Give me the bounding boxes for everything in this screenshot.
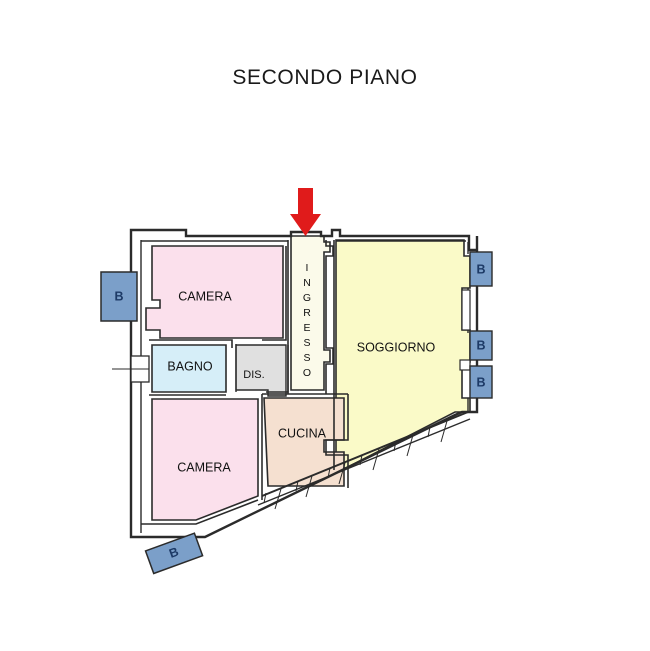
balcony-right-bottom-label: B [476, 375, 485, 389]
wall-camera-bagno [149, 339, 233, 348]
balcony-left-shape [100, 271, 138, 322]
balcony-right-top-shape [469, 251, 493, 287]
ingresso-letter: N [303, 277, 311, 289]
balcony-right-bottom[interactable]: B [469, 365, 493, 399]
diagonal-exterior-wall-outer [257, 418, 471, 506]
balcony-bottom[interactable]: B [144, 532, 204, 575]
balcony-left-label: B [114, 289, 123, 303]
room-label-camera-top: CAMERA [178, 289, 232, 303]
window-right-lower [459, 359, 471, 371]
room-fill-bagno [151, 344, 227, 393]
balcony-bottom-shape [144, 532, 204, 575]
ingresso-letter: G [303, 292, 311, 304]
balcony-bottom-label: B [167, 545, 180, 561]
room-label-soggiorno: SOGGIORNO [357, 340, 436, 354]
balcony-left[interactable]: B [100, 271, 138, 322]
diagonal-exterior-wall [261, 411, 469, 497]
diagonal-wall-hatching [263, 420, 448, 510]
room-fill-camera-top [145, 245, 284, 339]
room-labels: CAMERA BAGNO DIS. SOGGIORNO CUCINA CAMER… [167, 262, 435, 475]
balcony-right-top[interactable]: B [469, 251, 493, 287]
ingresso-letter: E [303, 322, 310, 334]
ingresso-letter: S [303, 352, 310, 364]
window-markers [112, 289, 471, 383]
exterior-walls [129, 228, 479, 539]
room-label-camera-bottom: CAMERA [177, 460, 231, 474]
entrance-arrow-shape [290, 188, 321, 236]
ingresso-letter: O [303, 367, 311, 379]
bottom-left-wall [141, 499, 259, 525]
room-label-cucina: CUCINA [278, 426, 327, 440]
wall-camera-right [262, 246, 287, 341]
room-label-bagno: BAGNO [167, 359, 212, 373]
page-title: SECONDO PIANO [232, 66, 418, 89]
balcony-right-bottom-shape [469, 365, 493, 399]
entrance-arrow-icon [290, 188, 321, 236]
balcony-right-middle[interactable]: B [469, 330, 493, 361]
room-fill-camera-bottom [151, 398, 259, 521]
wall-ingresso-right [325, 240, 334, 394]
interior-walls [149, 240, 349, 500]
ingresso-letter: R [303, 307, 311, 319]
room-label-ingresso: I N G R E S S O [303, 262, 311, 379]
room-fills [145, 235, 471, 521]
balcony-right-middle-label: B [476, 338, 485, 352]
room-fill-cucina [263, 397, 345, 487]
perimeter-wall [129, 228, 479, 539]
wall-cucina-right [325, 394, 349, 488]
ingresso-letter: S [303, 337, 310, 349]
balcony-right-middle-shape [469, 330, 493, 361]
balconies: B B B B B [100, 251, 493, 575]
ingresso-letter: I [306, 262, 309, 274]
window-right-upper [461, 289, 471, 331]
room-fill-ingresso [290, 235, 331, 391]
balcony-right-top-label: B [476, 262, 485, 276]
room-label-disimpegno: DIS. [243, 369, 264, 381]
